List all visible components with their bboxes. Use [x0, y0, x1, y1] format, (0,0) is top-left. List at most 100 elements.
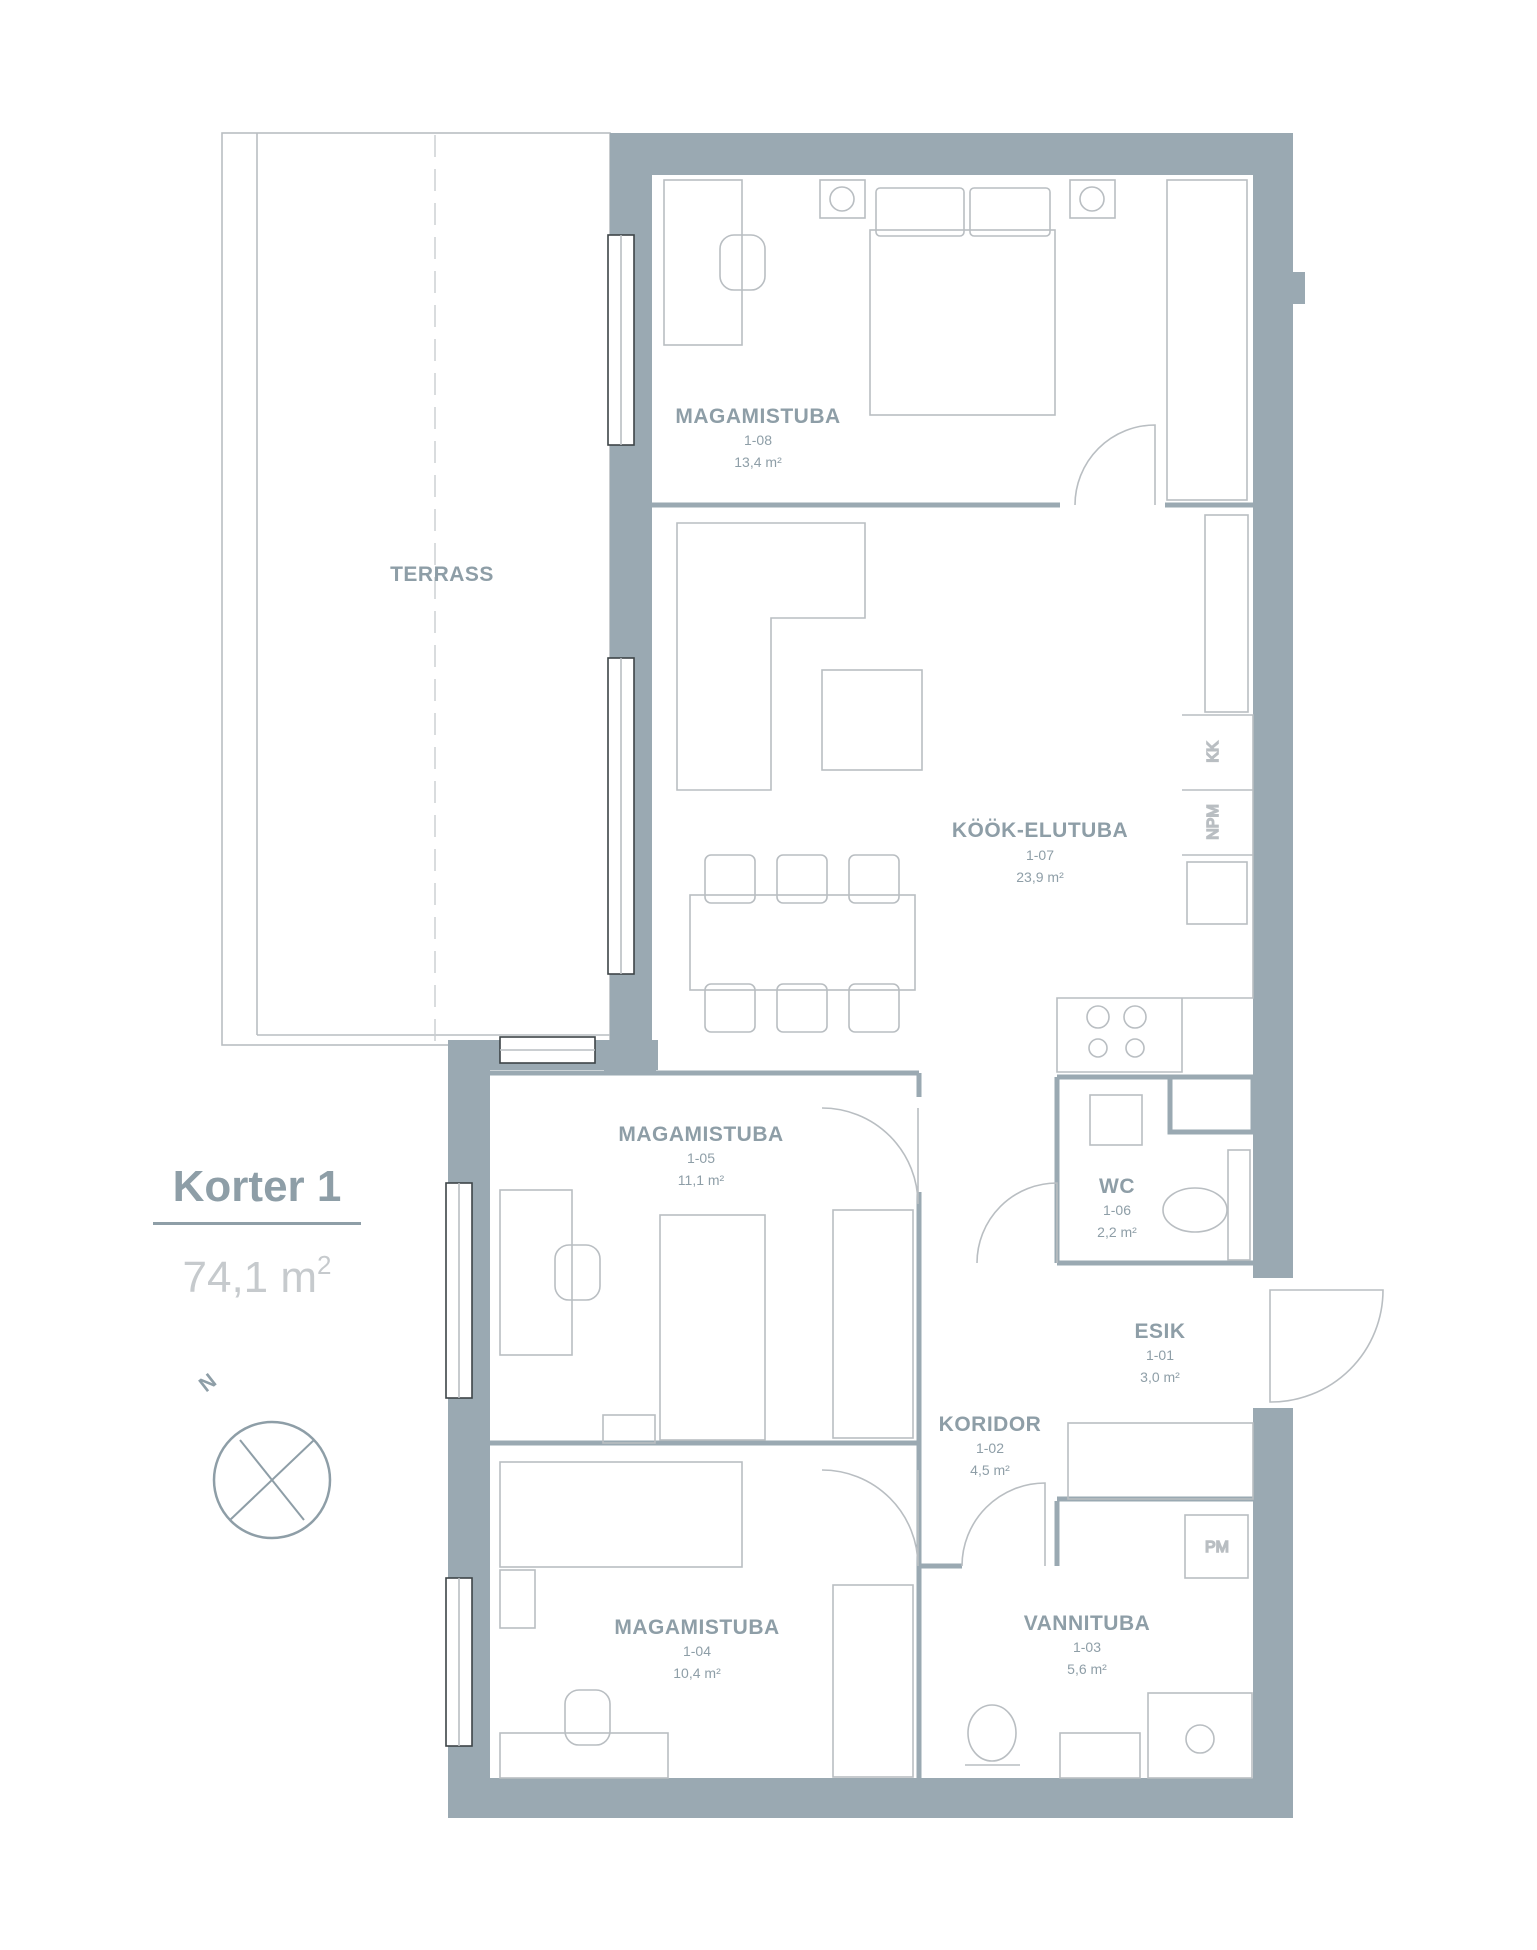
chair-icon	[704, 854, 756, 904]
interior-walls	[490, 502, 1256, 1778]
wardrobe	[1166, 179, 1248, 501]
wardrobe	[1067, 1422, 1254, 1500]
outer-walls	[448, 133, 1305, 1818]
furniture-bedroom-105	[499, 1107, 919, 1444]
single-bed	[499, 1461, 743, 1568]
double-bed	[869, 229, 1056, 416]
apartment-total-area: 74,1 m2	[152, 1250, 362, 1303]
chair-icon	[564, 1689, 611, 1746]
stove-burner	[1086, 1005, 1110, 1029]
single-bed	[659, 1214, 766, 1441]
lamp-icon	[1079, 186, 1105, 212]
chair-icon	[848, 854, 900, 904]
compass: N	[195, 1369, 332, 1540]
npm-label: NPM	[1205, 804, 1222, 840]
wall	[1253, 1408, 1293, 1818]
room-code: 1-05	[687, 1150, 715, 1166]
furniture-living-107: KK NPM	[676, 514, 1254, 1073]
room-name: ESIK	[1134, 1320, 1185, 1343]
room-code: 1-02	[976, 1440, 1004, 1456]
room-area: 13,4 m²	[734, 454, 782, 470]
title-underline	[153, 1222, 361, 1225]
toilet-tank	[1227, 1149, 1251, 1261]
coffee-table	[821, 669, 923, 771]
furniture-wet-rooms: PM	[961, 1094, 1384, 1779]
sink-icon	[1089, 1094, 1143, 1146]
apartment-title: Korter 1	[172, 1162, 342, 1211]
wardrobe	[832, 1209, 914, 1439]
room-area: 3,0 m²	[1140, 1369, 1180, 1385]
room-area: 2,2 m²	[1097, 1224, 1137, 1240]
door-swing	[821, 1469, 919, 1567]
desk	[663, 179, 743, 346]
washer-icon	[1147, 1692, 1253, 1779]
kk-label: KK	[1205, 741, 1222, 763]
wall	[604, 1040, 656, 1074]
room-area: 4,5 m²	[970, 1462, 1010, 1478]
room-name: MAGAMISTUBA	[618, 1123, 783, 1146]
pm-box	[1184, 1514, 1249, 1579]
chair-icon	[848, 983, 900, 1033]
entry-door-swing	[1269, 1289, 1384, 1403]
wardrobe	[832, 1584, 914, 1778]
stove-burner	[1125, 1038, 1145, 1058]
room-name: KÖÖK-ELUTUBA	[952, 819, 1128, 842]
room-area: 10,4 m²	[673, 1665, 721, 1681]
door-swing	[821, 1107, 919, 1205]
stove-burner	[1123, 1005, 1147, 1029]
desk	[499, 1189, 573, 1356]
shower-icon	[1185, 1724, 1215, 1754]
pm-label: PM	[1205, 1539, 1229, 1556]
room-name: VANNITUBA	[1024, 1612, 1151, 1635]
bath-sink	[1059, 1732, 1141, 1779]
toilet-icon	[1162, 1187, 1228, 1233]
toilet-icon	[967, 1704, 1017, 1762]
room-code: 1-01	[1146, 1347, 1174, 1363]
chair-icon	[704, 983, 756, 1033]
terrace-outline	[221, 132, 611, 1046]
door-swing	[1074, 424, 1156, 506]
sofa	[676, 522, 866, 791]
area-sup: 2	[317, 1250, 332, 1280]
room-code: 1-08	[744, 432, 772, 448]
desk	[499, 1732, 669, 1779]
room-code: 1-07	[1026, 847, 1054, 863]
room-name: MAGAMISTUBA	[675, 405, 840, 428]
pillow	[969, 187, 1051, 237]
kitchen-counter	[1056, 714, 1254, 1073]
room-code: 1-03	[1073, 1639, 1101, 1655]
wall	[1253, 133, 1293, 1278]
tv-cabinet	[1204, 514, 1249, 713]
room-code: 1-06	[1103, 1202, 1131, 1218]
chair-icon	[776, 983, 828, 1033]
room-area: 11,1 m²	[678, 1172, 725, 1188]
room-name: KORIDOR	[939, 1413, 1042, 1436]
wall	[448, 1778, 1293, 1818]
area-value: 74,1 m	[182, 1253, 318, 1302]
room-name: MAGAMISTUBA	[614, 1616, 779, 1639]
furniture-bedroom-104	[499, 1461, 919, 1779]
compass-north-label: N	[195, 1369, 222, 1397]
door-swing	[976, 1182, 1058, 1264]
room-area: 5,6 m²	[1067, 1661, 1107, 1677]
lamp-icon	[829, 186, 855, 212]
room-code: 1-04	[683, 1643, 711, 1659]
chair-icon	[776, 854, 828, 904]
wall	[1278, 272, 1305, 304]
nightstand	[602, 1414, 656, 1444]
nightstand	[1069, 179, 1116, 219]
windows	[445, 234, 635, 1747]
chair-icon	[554, 1244, 601, 1301]
wall	[610, 133, 1293, 175]
terrace: TERRASS	[221, 132, 611, 1046]
dining-table	[689, 894, 916, 991]
compass-icon	[212, 1420, 332, 1540]
pillow	[875, 187, 965, 237]
door-swing	[961, 1482, 1046, 1567]
terrace-label: TERRASS	[390, 563, 494, 586]
nightstand	[819, 179, 866, 219]
furniture-bedroom-108	[663, 179, 1248, 506]
room-area: 23,9 m²	[1016, 869, 1064, 885]
sink-icon	[1186, 861, 1248, 925]
